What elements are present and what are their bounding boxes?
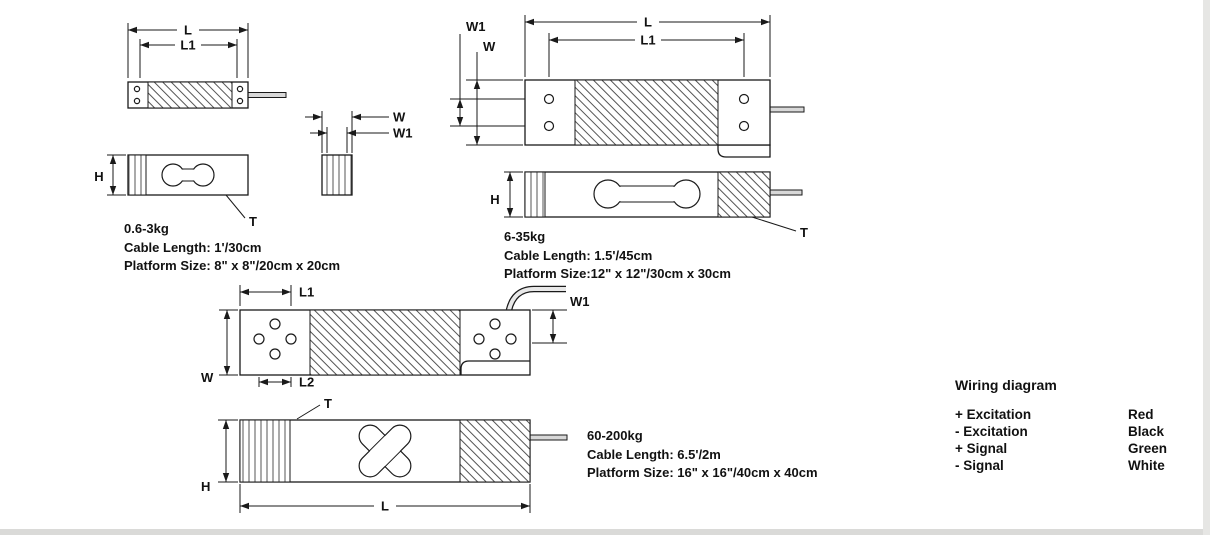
capacity-label: 6-35kg	[504, 229, 546, 244]
wiring-row: - Signal White	[955, 457, 1167, 474]
large-mounting-holes	[253, 318, 517, 360]
capacity-label: 60-200kg	[587, 428, 643, 443]
dim-label-T: T	[324, 396, 332, 411]
dim-label-L: L	[644, 15, 652, 30]
platform-size-label: Platform Size:12" x 12"/30cm x 30cm	[504, 266, 731, 281]
terminal-label: - Excitation	[955, 424, 1028, 439]
small-flexure-cutout	[161, 163, 215, 187]
terminal-label: + Signal	[955, 441, 1008, 456]
load-cell-large: L1 W L2 W1 T H L	[201, 285, 590, 514]
medium-dimension-lines	[450, 15, 797, 232]
wiring-row: + Excitation Red	[955, 406, 1167, 423]
dim-label-L: L	[184, 23, 192, 38]
medium-mounting-holes	[543, 93, 750, 132]
small-dimension-lines	[107, 23, 249, 219]
medium-cable	[769, 106, 805, 113]
dim-label-H: H	[490, 192, 499, 207]
wire-color-label: Green	[1128, 441, 1168, 456]
medium-side-cable	[769, 189, 803, 196]
medium-flexure-cutout	[593, 179, 701, 209]
dim-label-H: H	[201, 479, 210, 494]
dim-label-W1: W1	[570, 294, 590, 309]
spec-block-large: 60-200kg Cable Length: 6.5'/2m Platform …	[587, 427, 818, 483]
capacity-label: 0.6-3kg	[124, 221, 169, 236]
large-side-view	[239, 419, 568, 483]
dim-label-T: T	[800, 225, 808, 240]
dim-label-W: W	[201, 370, 214, 385]
dim-label-W1: W1	[466, 19, 486, 34]
dim-label-W: W	[393, 110, 406, 125]
spec-block-small: 0.6-3kg Cable Length: 1'/30cm Platform S…	[124, 220, 340, 276]
wire-color-label: White	[1128, 458, 1165, 473]
wiring-row: + Signal Green	[955, 440, 1167, 457]
cable-length-label: Cable Length: 6.5'/2m	[587, 446, 721, 462]
load-cell-medium: L L1 W1 W H T	[450, 15, 808, 240]
dim-label-L1: L1	[180, 38, 195, 53]
dim-label-T: T	[249, 214, 257, 229]
medium-side-view	[524, 171, 803, 218]
dim-label-L: L	[381, 499, 389, 514]
small-end-view: W W1	[305, 110, 413, 196]
terminal-label: + Excitation	[955, 407, 1032, 422]
wire-color-label: Black	[1128, 424, 1165, 439]
spec-block-medium: 6-35kg Cable Length: 1.5'/45cm Platform …	[504, 228, 731, 284]
page-edge-right	[1203, 0, 1210, 535]
small-side-view	[127, 154, 249, 196]
small-cable	[247, 92, 287, 98]
platform-size-label: Platform Size: 16" x 16"/40cm x 40cm	[587, 465, 818, 480]
large-top-view	[239, 285, 566, 376]
large-clamp-notch	[460, 360, 530, 375]
large-flexure-cutout	[358, 424, 412, 478]
dim-label-L2: L2	[299, 375, 314, 390]
dim-label-W: W	[483, 39, 496, 54]
wiring-diagram-title: Wiring diagram	[955, 377, 1057, 393]
terminal-label: - Signal	[955, 458, 1004, 473]
small-top-view	[127, 81, 287, 109]
medium-clamp-tab	[717, 144, 771, 158]
wire-color-label: Red	[1128, 407, 1154, 422]
large-side-cable	[529, 434, 568, 441]
cable-length-label: Cable Length: 1.5'/45cm	[504, 247, 653, 263]
wiring-row: - Excitation Black	[955, 423, 1167, 440]
load-cell-small: L L1 H T	[94, 23, 287, 229]
dim-label-W1: W1	[393, 126, 413, 141]
medium-top-view	[524, 79, 805, 158]
large-dimension-lines	[218, 285, 567, 513]
small-mounting-holes	[133, 85, 244, 105]
dim-label-L1: L1	[299, 285, 314, 300]
wiring-diagram: Wiring diagram + Excitation Red - Excita…	[955, 377, 1167, 474]
dim-label-L1: L1	[640, 33, 655, 48]
end-view-body	[321, 154, 353, 196]
cable-length-label: Cable Length: 1'/30cm	[124, 239, 262, 255]
dim-label-H: H	[94, 169, 103, 184]
page-edge-bottom	[0, 529, 1210, 535]
platform-size-label: Platform Size: 8" x 8"/20cm x 20cm	[124, 258, 341, 273]
end-view-dimension-lines	[305, 111, 389, 153]
